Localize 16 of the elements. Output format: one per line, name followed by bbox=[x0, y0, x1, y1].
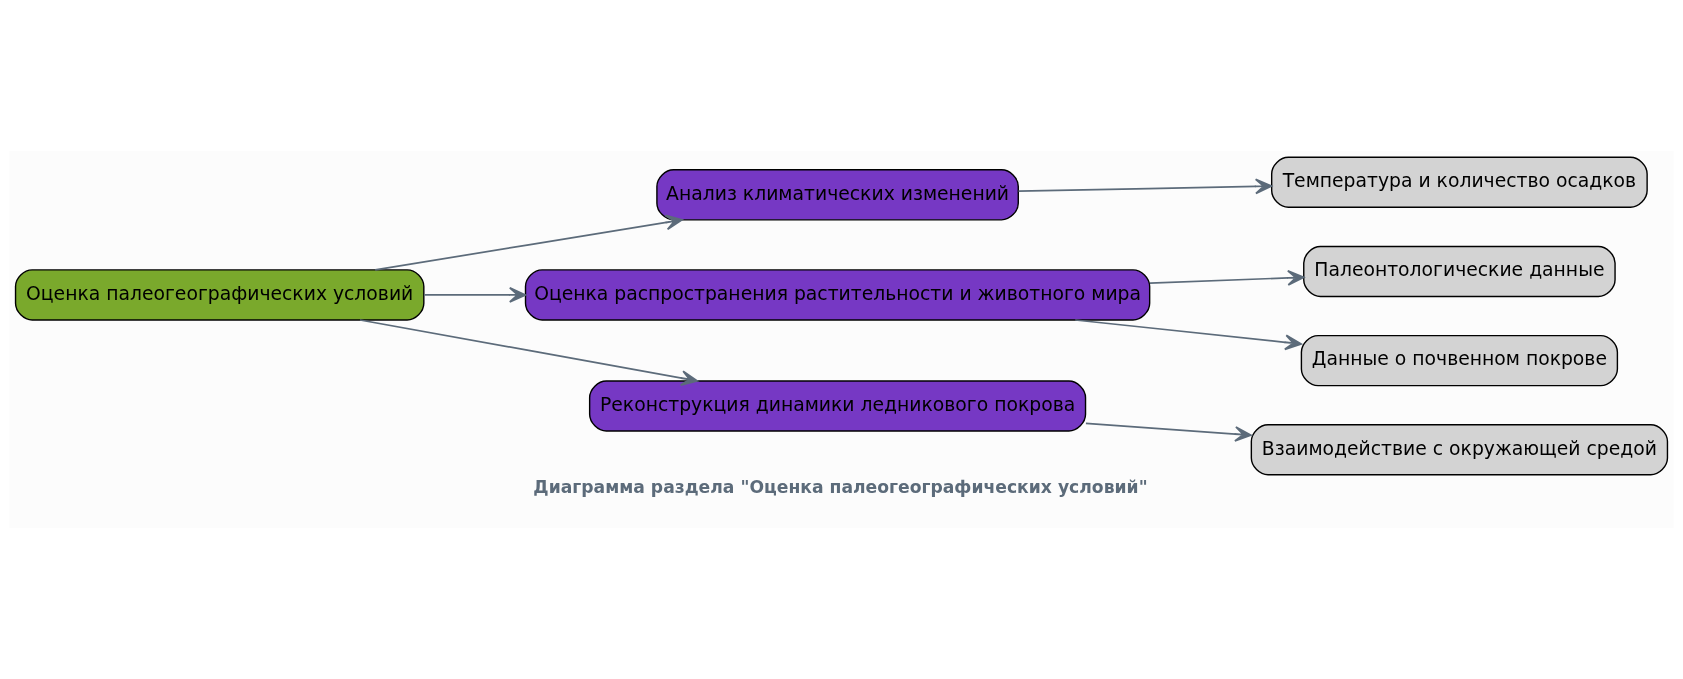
node-box: Температура и количество осадков bbox=[1271, 156, 1648, 209]
arrow bbox=[1085, 422, 1252, 442]
caption: Диаграмма раздела "Оценка палеогеографических условий" bbox=[533, 477, 1148, 498]
node-box: Реконструкция динамики ледникового покрова bbox=[588, 380, 1087, 432]
arrow bbox=[423, 287, 527, 303]
arrow bbox=[359, 319, 699, 386]
node-box: Данные о почвенном покрове bbox=[1300, 334, 1619, 387]
node-box: Оценка распространения растительности и животного мира bbox=[524, 269, 1151, 321]
node-box: Взаимодействие с окружающей средой bbox=[1250, 424, 1669, 476]
node-box: Палеонтологические данные bbox=[1303, 245, 1616, 298]
arrow bbox=[1074, 319, 1302, 351]
arrow bbox=[1017, 178, 1273, 195]
arrow bbox=[374, 214, 683, 271]
arrow bbox=[1149, 270, 1305, 286]
node-box: Анализ климатических изменений bbox=[656, 169, 1019, 221]
node-box: Оценка палеогеографических условий bbox=[14, 269, 425, 321]
